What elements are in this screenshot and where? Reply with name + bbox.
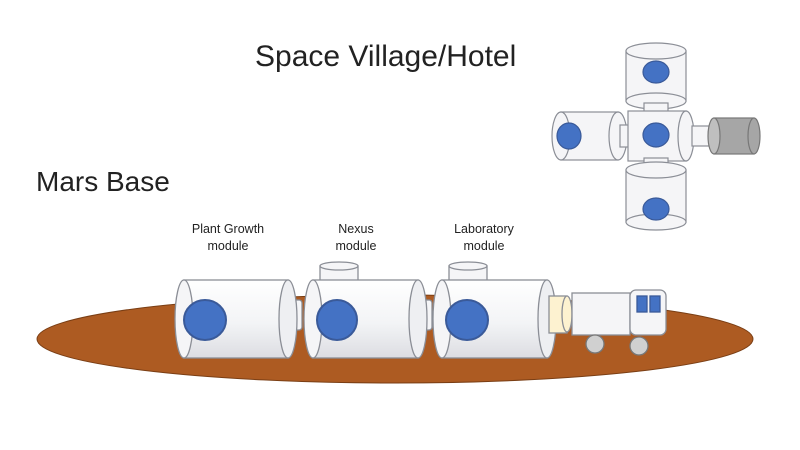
station-top-module [625,42,687,114]
mars-base-title: Mars Base [36,166,170,197]
window-icon [642,197,670,221]
rover-window-icon [649,295,661,313]
window-icon [642,122,670,148]
station-bottom-module [625,157,687,231]
rover-wheel-icon [585,334,605,354]
station-left-module [551,111,631,161]
window-icon [445,299,489,341]
laboratory-module-label: Laboratory module [454,222,514,253]
window-icon [316,299,358,341]
window-icon [183,299,227,341]
plant-growth-module-label: Plant Growth module [191,222,265,253]
nexus-module [303,261,428,359]
rover-wheel-icon [629,336,649,356]
window-icon [642,60,670,84]
station-hub [627,110,695,162]
window-icon [556,122,582,150]
page-title: Space Village/Hotel [255,40,517,73]
nexus-module-label: Nexus module [335,222,377,253]
space-village-station [551,42,761,231]
docked-craft [707,117,761,155]
laboratory-module [432,261,557,359]
rover [571,289,667,356]
rover-window-icon [636,295,648,313]
airlock [548,295,573,334]
plant-growth-module [174,279,298,359]
